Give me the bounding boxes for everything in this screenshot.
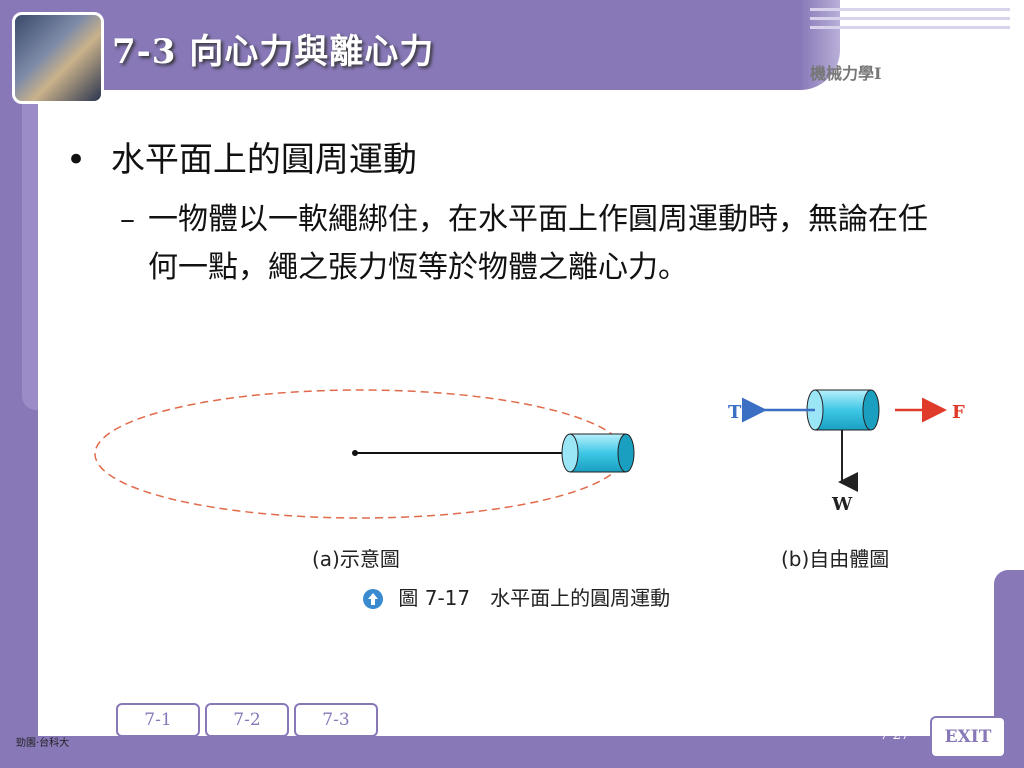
- decorative-lines: [810, 8, 1010, 35]
- heading-text: 水平面上的圓周運動: [110, 140, 417, 180]
- cylinder-a: [561, 433, 635, 473]
- figure-title-text: 圖 7-17 水平面上的圓周運動: [398, 586, 671, 610]
- cylinder-b: [806, 389, 880, 431]
- publisher-logo: 勁園·台科大: [16, 738, 70, 749]
- body-paragraph: – 一物體以一軟繩綁住，在水平面上作圓周運動時，無論在任何一點，繩之張力恆等於物…: [120, 196, 950, 292]
- caption-b: (b)自由體圖: [781, 547, 890, 571]
- label-w: W: [831, 494, 853, 515]
- arrow-up-circle-icon: [363, 589, 383, 609]
- label-t: T: [728, 402, 742, 423]
- body-text: 一物體以一軟繩綁住，在水平面上作圓周運動時，無論在任何一點，繩之張力恆等於物體之…: [148, 202, 928, 285]
- nav-7-1-button[interactable]: 7-1: [116, 703, 200, 737]
- section-heading: • 水平面上的圓周運動: [66, 132, 417, 181]
- exit-button[interactable]: EXIT: [930, 716, 1006, 758]
- title-bar: [0, 0, 800, 90]
- nav-7-3-button[interactable]: 7-3: [294, 703, 378, 737]
- left-frame-accent: [22, 90, 38, 410]
- header-photo: [12, 12, 104, 104]
- page-title: 7-3 向心力與離心力: [112, 32, 435, 72]
- label-f: F: [952, 402, 965, 423]
- bottom-frame: [0, 736, 1024, 768]
- dash-icon: –: [120, 202, 135, 237]
- figure-title: 圖 7-17 水平面上的圓周運動: [362, 582, 670, 611]
- subject-label: 機械力學I: [810, 64, 882, 83]
- nav-7-2-button[interactable]: 7-2: [205, 703, 289, 737]
- caption-a: (a)示意圖: [312, 547, 400, 571]
- bullet-icon: •: [66, 140, 87, 180]
- page-number: 7-27: [880, 728, 910, 743]
